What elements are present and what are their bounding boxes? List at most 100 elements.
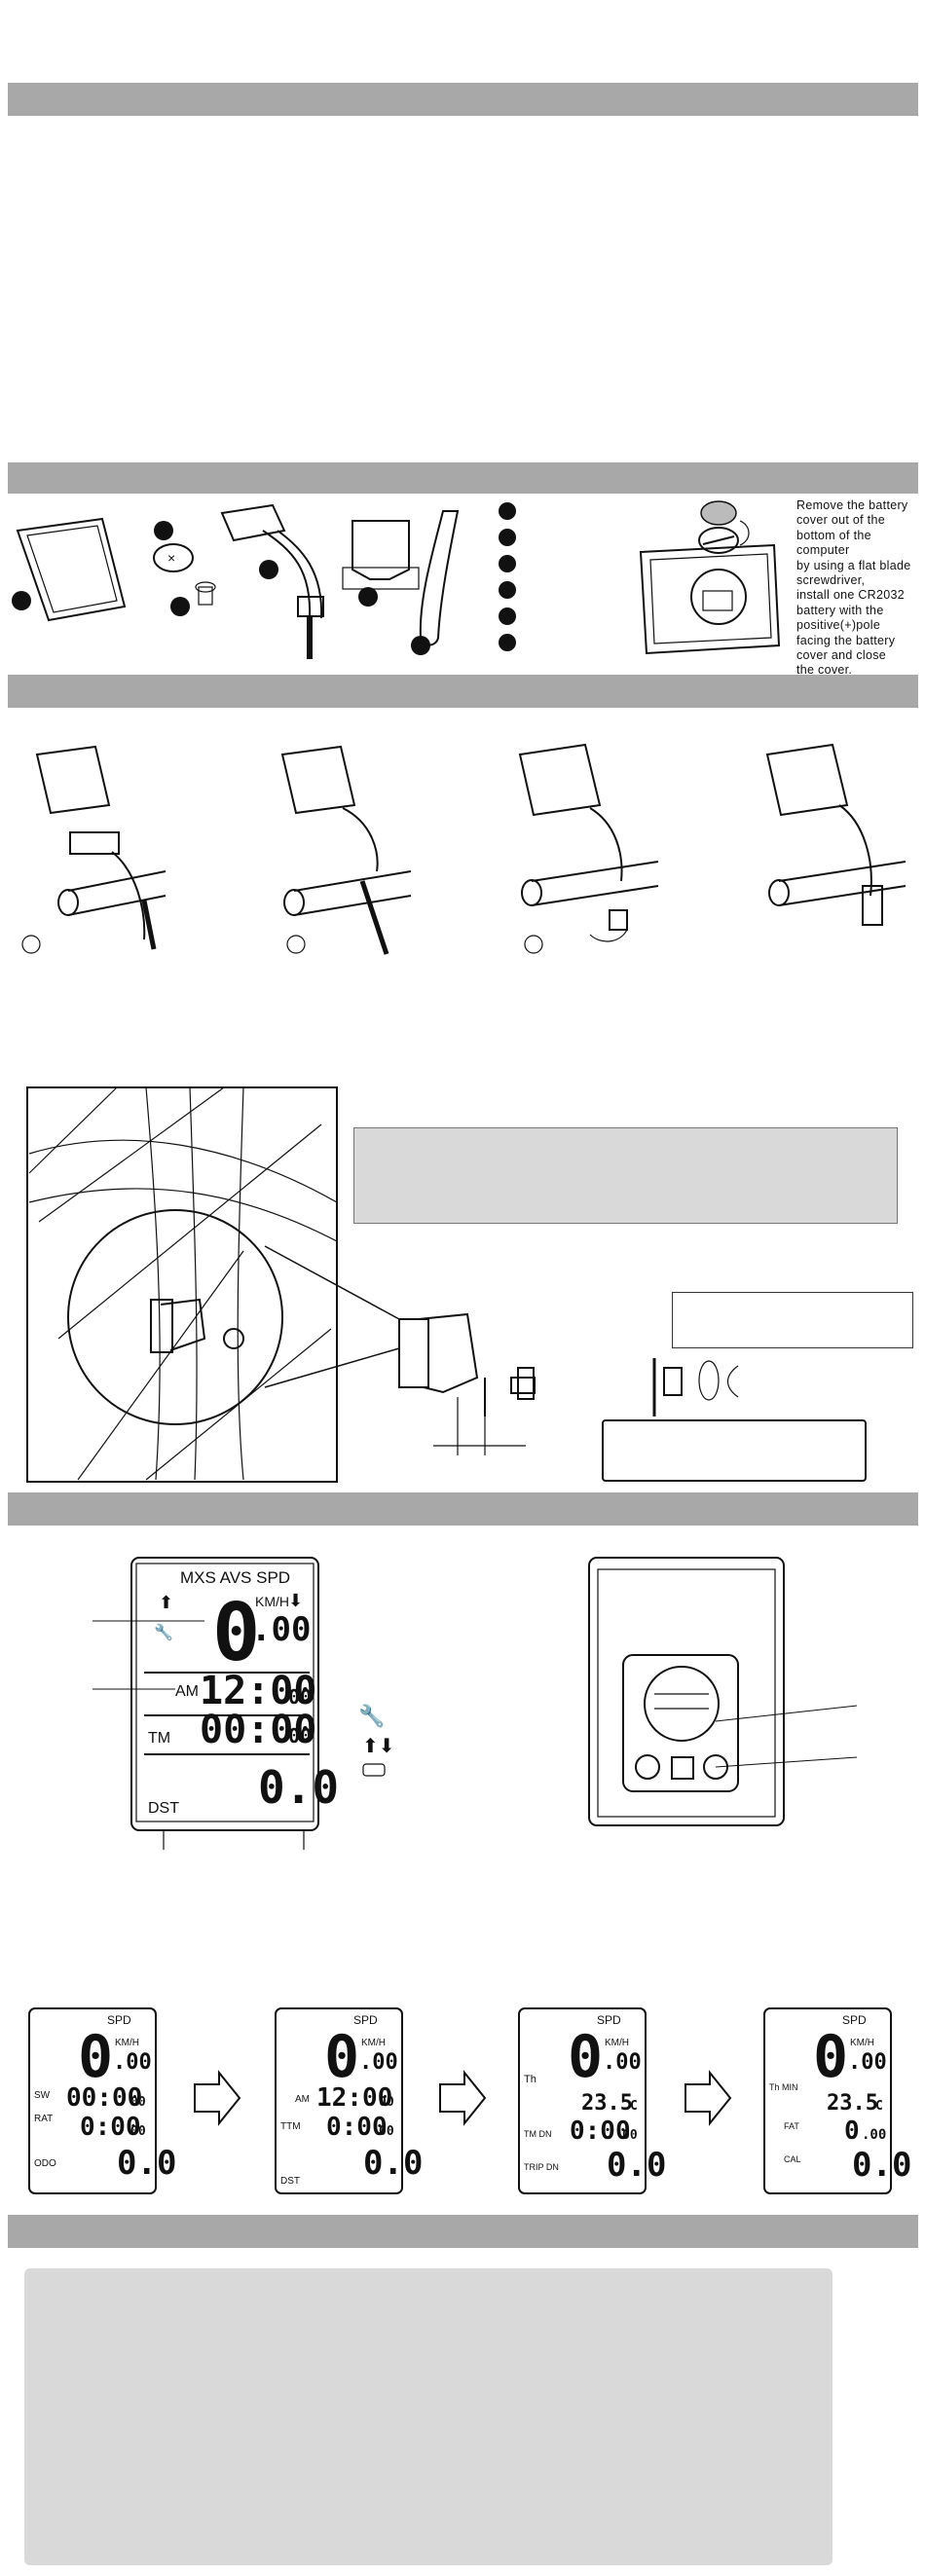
display-clock-value: 12:00 [200,1669,316,1713]
parts-number-markers [499,502,516,651]
display-clock-seconds: 00 [288,1685,312,1709]
battery-instructions: Remove the battery cover out of the bott… [796,498,913,679]
main-display-diagram: MXS AVS SPD ⬆ ⬇ 🔧 0 KM/H .00 AM 12:00 00… [92,1557,858,1850]
mode-screen-label: Th [524,2074,536,2085]
mode-screen-label: RAT [34,2114,53,2124]
next-arrow-icon [439,2070,487,2126]
display-wrench-icon: 🔧 [154,1623,173,1641]
magnet-detail-drawing [652,1358,739,1417]
mode-screen-value-small: 00 [379,2124,394,2139]
mode-screen-value: 0:00 [80,2113,141,2142]
mode-screen-value-small: C [875,2099,883,2114]
battery-instruction-line: cover out of the [796,513,885,528]
display-speed-unit: KM/H [255,1594,289,1609]
legend-arrows-icon: ⬆⬇ [362,1736,395,1757]
battery-instruction-line: cover and close [796,648,887,663]
battery-install-diagram [639,500,781,655]
battery-instruction-line: screwdriver, [796,573,866,588]
handlebar-mount-illustration [220,503,324,659]
mode-screen-value-small: 00 [130,2124,146,2139]
mode-screen-header: SPD [842,2013,867,2027]
mode-screen-value: 0:00 [326,2113,388,2142]
mode-screen-label: TTM [280,2121,301,2132]
mode-screen-value: 23.5 [827,2091,878,2116]
display-header: MXS AVS SPD [180,1568,290,1587]
mode-screen-value-small: C [630,2099,638,2114]
section-header-band-2 [8,462,918,494]
mode-screen-speed: 0 [568,2023,603,2091]
mode-screen-label: ODO [34,2158,56,2169]
display-time-seconds: 00 [288,1724,312,1748]
mounting-strap-illustration [411,510,460,655]
mode-screen-label: Th MIN [769,2082,798,2092]
mode-screen-value: 00:00 [66,2083,142,2113]
section-header-band-5 [8,2215,918,2248]
mode-screen-unit: KM/H [115,2038,139,2048]
mode-screen-value-small: 00 [622,2128,638,2143]
device-back-illustration [588,1557,858,1826]
mode-screen-label: DST [280,2176,300,2187]
mode-screen-header: SPD [597,2013,621,2027]
mode-screen-value: 0.0 [117,2144,176,2183]
display-bottom-label: DST [148,1800,179,1817]
mode-screen-value-small: .00 [862,2127,886,2143]
section-header-band-3 [8,675,918,708]
install-step-3 [518,743,659,954]
mode-screen-2: SPD 0 KM/H .00 AM 12:00 00 TTM 0:00 00 D… [275,2007,423,2194]
mode-screen-value: 0:00 [570,2116,631,2146]
mode-screen-unit: KM/H [361,2038,386,2048]
mode-screen-value: 12:00 [316,2083,392,2113]
mode-screen-value: 0.0 [852,2146,911,2185]
mode-screen-speed: 0 [78,2023,113,2091]
display-row-label: TM [148,1730,170,1747]
mode-screen-label: SW [34,2090,51,2101]
mode-screen-speed-decimal: .00 [603,2050,642,2075]
section-header-band-4 [8,1492,918,1526]
battery-instruction-line: computer [796,543,850,558]
display-down-arrow-icon: ⬇ [288,1591,303,1610]
mode-screen-label: AM [295,2094,310,2105]
mode-screen-4: SPD 0 KM/H .00 Th MIN 23.5 C FAT 0 .00 C… [763,2007,911,2194]
mode-screen-value: 23.5 [581,2091,633,2116]
battery-illustration: × [153,521,216,616]
display-up-arrow-icon: ⬆ [159,1593,173,1612]
sensor-note-panel [353,1127,898,1224]
display-bottom-value: 0.0 [258,1761,339,1814]
mode-screens-row: SPD 0 KM/H .00 SW 00:00 00 RAT 0:00 00 O… [28,2007,911,2194]
mode-screen-header: SPD [353,2013,378,2027]
battery-instruction-line: install one CR2032 [796,588,906,603]
mode-screen-1: SPD 0 KM/H .00 SW 00:00 00 RAT 0:00 00 O… [28,2007,176,2194]
mode-screen-label: TRIP DN [524,2162,559,2172]
battery-instruction-line: Remove the battery [796,498,908,512]
mode-screen-speed-decimal: .00 [848,2050,887,2075]
bottom-notes-panel [24,2268,832,2565]
mode-screen-label: FAT [784,2121,799,2131]
mode-screen-value: 0.0 [363,2144,423,2183]
display-speed-value: 0 [212,1587,260,1679]
mode-screen-unit: KM/H [605,2038,629,2048]
mode-screen-value: 0.0 [607,2146,666,2185]
wheel-sensor-diagram [26,1086,739,1483]
battery-instruction-line: by using a flat blade [796,558,911,572]
mode-screen-speed: 0 [324,2023,359,2091]
mode-screen-speed-decimal: .00 [359,2050,398,2075]
mode-screen-label: TM DN [524,2129,552,2139]
speed-sensor-illustration [342,520,420,607]
mode-screen-label: CAL [784,2154,801,2164]
section-header-band-1 [8,83,918,116]
install-step-1 [21,745,166,954]
svg-text:×: × [167,550,175,566]
computer-unit-illustration [12,517,127,622]
display-clock-mode: AM [175,1683,199,1700]
battery-instruction-line: positive(+)pole [796,618,881,633]
next-arrow-icon [684,2070,732,2126]
next-arrow-icon [194,2070,241,2126]
legend-battery-icon [362,1763,386,1777]
battery-instruction-line: facing the battery [796,633,896,647]
gap-note-box [602,1419,867,1482]
mode-screen-header: SPD [107,2013,131,2027]
magnet-note-box [672,1292,913,1348]
display-time-value: 00:00 [200,1708,316,1752]
mode-screen-value: 0 [844,2116,860,2146]
install-step-4 [765,743,906,926]
